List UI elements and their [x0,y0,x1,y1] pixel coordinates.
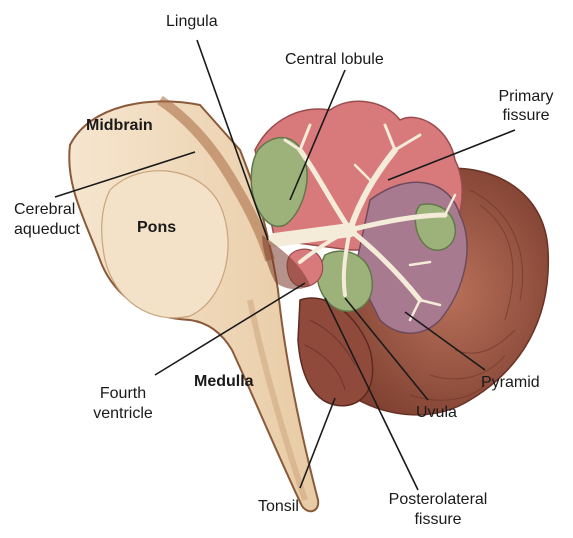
pons-shape [102,171,228,318]
label-fourth-ventricle-line1: Fourth [88,384,158,403]
label-lingula: Lingula [166,12,218,31]
label-uvula: Uvula [416,403,457,422]
label-posterolateral-fissure-line1: Posterolateral [378,490,498,509]
leader-tonsil [300,398,335,488]
label-central-lobule: Central lobule [285,50,384,69]
label-medulla: Medulla [194,372,254,391]
label-tonsil: Tonsil [258,497,299,516]
label-primary-fissure-line2: fissure [490,106,562,125]
label-midbrain: Midbrain [86,116,153,135]
label-cerebral-aqueduct-line1: Cerebral [14,200,75,219]
label-primary-fissure-line1: Primary [490,87,562,106]
label-posterolateral-fissure-line2: fissure [378,510,498,529]
label-cerebral-aqueduct-line2: aqueduct [14,220,80,239]
label-pyramid: Pyramid [481,373,540,392]
label-fourth-ventricle-line2: ventricle [88,404,158,423]
label-pons: Pons [137,218,176,237]
